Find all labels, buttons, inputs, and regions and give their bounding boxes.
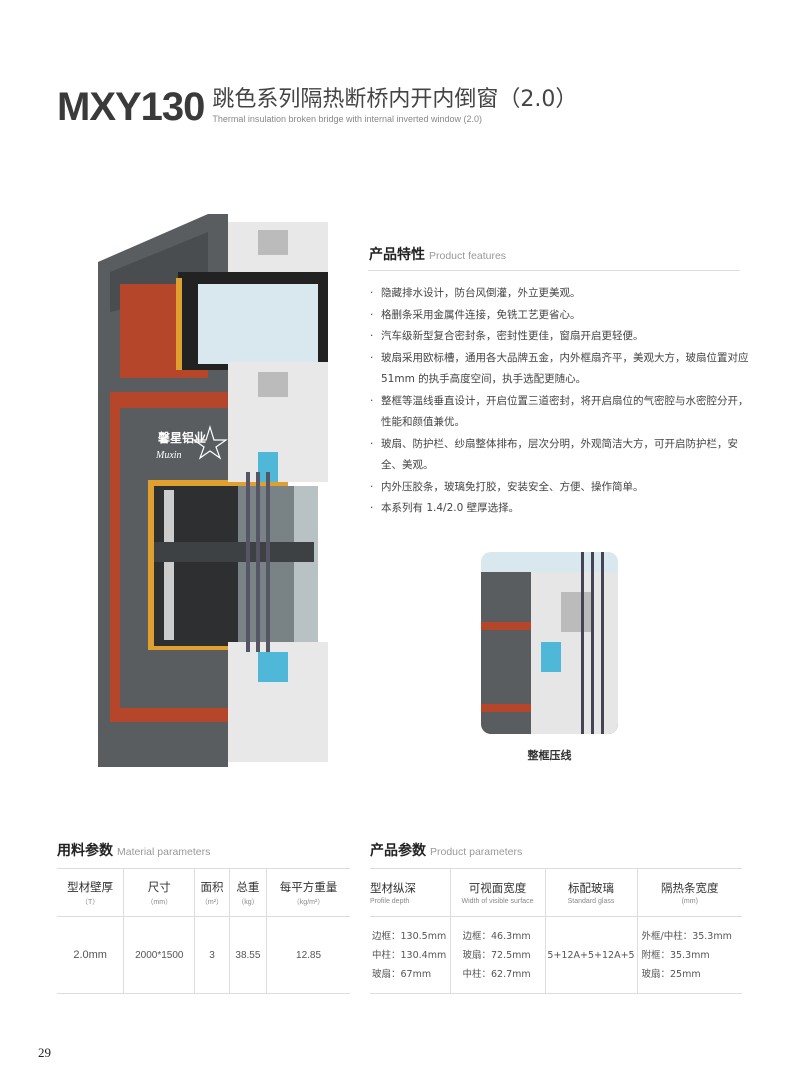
header-unit: （T） bbox=[81, 898, 100, 906]
cell-line: 5+12A+5+12A+5 bbox=[547, 949, 635, 961]
table-row: 2.0mm 2000*1500 3 38.55 12.85 bbox=[57, 916, 350, 994]
material-title-en: Material parameters bbox=[117, 846, 211, 858]
feature-item: 玻扇、防护栏、纱扇整体排布，层次分明，外观简洁大方，可开启防护栏，安全、美观。 bbox=[369, 434, 749, 477]
product-subtitle: Thermal insulation broken bridge with in… bbox=[212, 114, 483, 124]
frame-bead-detail-image bbox=[481, 552, 618, 734]
features-heading: 产品特性 Product features bbox=[369, 244, 506, 264]
header-cell: 标配玻璃 Standard glass bbox=[544, 868, 637, 917]
header-label: 面积 bbox=[200, 879, 224, 894]
features-title-en: Product features bbox=[429, 250, 507, 262]
divider bbox=[368, 270, 740, 271]
header-unit: Width of visible surface bbox=[461, 898, 534, 905]
cell-line: 中柱：130.4mm bbox=[372, 949, 447, 961]
feature-item: 隐藏排水设计，防台风倒灌，外立更美观。 bbox=[369, 283, 749, 305]
features-list: 隐藏排水设计，防台风倒灌，外立更美观。 格删条采用金属件连接，免铣工艺更省心。 … bbox=[369, 283, 749, 520]
header-unit: (mm) bbox=[681, 898, 698, 905]
header-label: 可视面宽度 bbox=[468, 881, 527, 895]
cell-line: 玻扇：25mm bbox=[641, 968, 701, 980]
cell-line: 中柱：62.7mm bbox=[462, 968, 531, 980]
feature-item: 整框等温线垂直设计，开启位置三道密封，将开启扇位的气密腔与水密腔分开，性能和颜值… bbox=[369, 391, 749, 434]
window-profile-image: 馨星铝业 Muxin bbox=[98, 212, 338, 777]
star-icon bbox=[192, 424, 228, 460]
brand-logo: 馨星铝业 Muxin bbox=[155, 424, 228, 461]
feature-item: 本系列有 1.4/2.0 壁厚选择。 bbox=[369, 498, 749, 520]
header-cell: 总重 （kg） bbox=[228, 868, 267, 917]
product-title-cn: 产品参数 bbox=[370, 843, 426, 859]
feature-item: 内外压胶条，玻璃免打胶，安装安全、方便、操作简单。 bbox=[369, 477, 749, 499]
header-label: 型材纵深 bbox=[370, 881, 416, 895]
cell: 38.55 bbox=[228, 916, 267, 994]
product-params-heading: 产品参数 Product parameters bbox=[370, 840, 522, 860]
feature-item: 汽车级新型复合密封条，密封性更佳，窗扇开启更轻便。 bbox=[369, 326, 749, 348]
header-cell: 型材纵深 Profile depth bbox=[370, 868, 450, 917]
product-title-en: Product parameters bbox=[430, 846, 523, 858]
header-cell: 尺寸 （mm） bbox=[123, 868, 195, 917]
cell: 5+12A+5+12A+5 bbox=[544, 916, 637, 994]
header-cell: 型材壁厚 （T） bbox=[57, 868, 124, 917]
inset-caption: 整框压线 bbox=[527, 749, 572, 762]
header-label: 型材壁厚 bbox=[67, 879, 114, 894]
cell-line: 玻扇：67mm bbox=[372, 968, 432, 980]
table-header-row: 型材纵深 Profile depth 可视面宽度 Width of visible … bbox=[370, 868, 742, 917]
cell: 外框/中柱：35.3mm 附框：35.3mm 玻扇：25mm bbox=[636, 916, 742, 994]
material-table: 型材壁厚 （T） 尺寸 （mm） 面积 （m²） 总重 （kg） 每平方重量 （kg/m²… bbox=[57, 868, 350, 994]
product-params-table: 型材纵深 Profile depth 可视面宽度 Width of visible … bbox=[370, 868, 742, 994]
cell-line: 边框：130.5mm bbox=[372, 930, 447, 942]
cell: 3 bbox=[194, 916, 230, 994]
header-label: 隔热条宽度 bbox=[661, 881, 719, 895]
feature-item: 格删条采用金属件连接，免铣工艺更省心。 bbox=[369, 305, 749, 327]
header-label: 尺寸 bbox=[147, 879, 171, 894]
header-label: 每平方重量 bbox=[279, 879, 338, 894]
model-number: MXY130 bbox=[57, 85, 205, 129]
header-unit: （mm） bbox=[146, 898, 173, 906]
material-heading: 用料参数 Material parameters bbox=[57, 840, 210, 860]
header-label: 总重 bbox=[236, 879, 260, 894]
header-cell: 隔热条宽度 (mm) bbox=[636, 868, 742, 917]
header-unit: （kg） bbox=[237, 898, 259, 906]
table-row: 边框：130.5mm 中柱：130.4mm 玻扇：67mm 边框：46.3mm 玻扇：… bbox=[370, 916, 742, 994]
cell-line: 附框：35.3mm bbox=[641, 949, 710, 961]
page-header: MXY130 跳色系列隔热断桥内开内倒窗（2.0） Thermal insula… bbox=[57, 84, 577, 130]
logo-text-cn: 馨星铝业 bbox=[157, 430, 206, 445]
header-unit: （kg/m²） bbox=[292, 898, 325, 906]
cell: 2.0mm bbox=[57, 916, 124, 994]
header-cell: 可视面宽度 Width of visible surface bbox=[449, 868, 545, 917]
cell: 边框：46.3mm 玻扇：72.5mm 中柱：62.7mm bbox=[449, 916, 545, 994]
cell-line: 边框：46.3mm bbox=[462, 930, 531, 942]
page-number: 29 bbox=[38, 1045, 51, 1060]
cell: 边框：130.5mm 中柱：130.4mm 玻扇：67mm bbox=[370, 916, 450, 994]
logo-text-en: Muxin bbox=[155, 450, 182, 461]
header-cell: 每平方重量 （kg/m²） bbox=[266, 868, 350, 917]
header-unit: Standard glass bbox=[567, 898, 615, 905]
product-title: 跳色系列隔热断桥内开内倒窗（2.0） bbox=[212, 87, 578, 112]
cell: 12.85 bbox=[266, 916, 350, 994]
header-cell: 面积 （m²） bbox=[194, 868, 230, 917]
material-title-cn: 用料参数 bbox=[57, 843, 113, 859]
cell-line: 玻扇：72.5mm bbox=[462, 949, 531, 961]
title-block: 跳色系列隔热断桥内开内倒窗（2.0） Thermal insulation br… bbox=[212, 84, 577, 125]
features-title-cn: 产品特性 bbox=[369, 247, 425, 263]
header-unit: Profile depth bbox=[370, 898, 410, 905]
feature-item: 玻扇采用欧标槽，通用各大品牌五金，内外框扇齐平，美观大方，玻扇位置对应 51mm… bbox=[369, 348, 749, 391]
header-label: 标配玻璃 bbox=[568, 881, 614, 895]
cell-line: 外框/中柱：35.3mm bbox=[641, 930, 732, 942]
table-header-row: 型材壁厚 （T） 尺寸 （mm） 面积 （m²） 总重 （kg） 每平方重量 （kg/m²… bbox=[57, 868, 350, 917]
cell: 2000*1500 bbox=[123, 916, 195, 994]
header-unit: （m²） bbox=[200, 898, 224, 906]
